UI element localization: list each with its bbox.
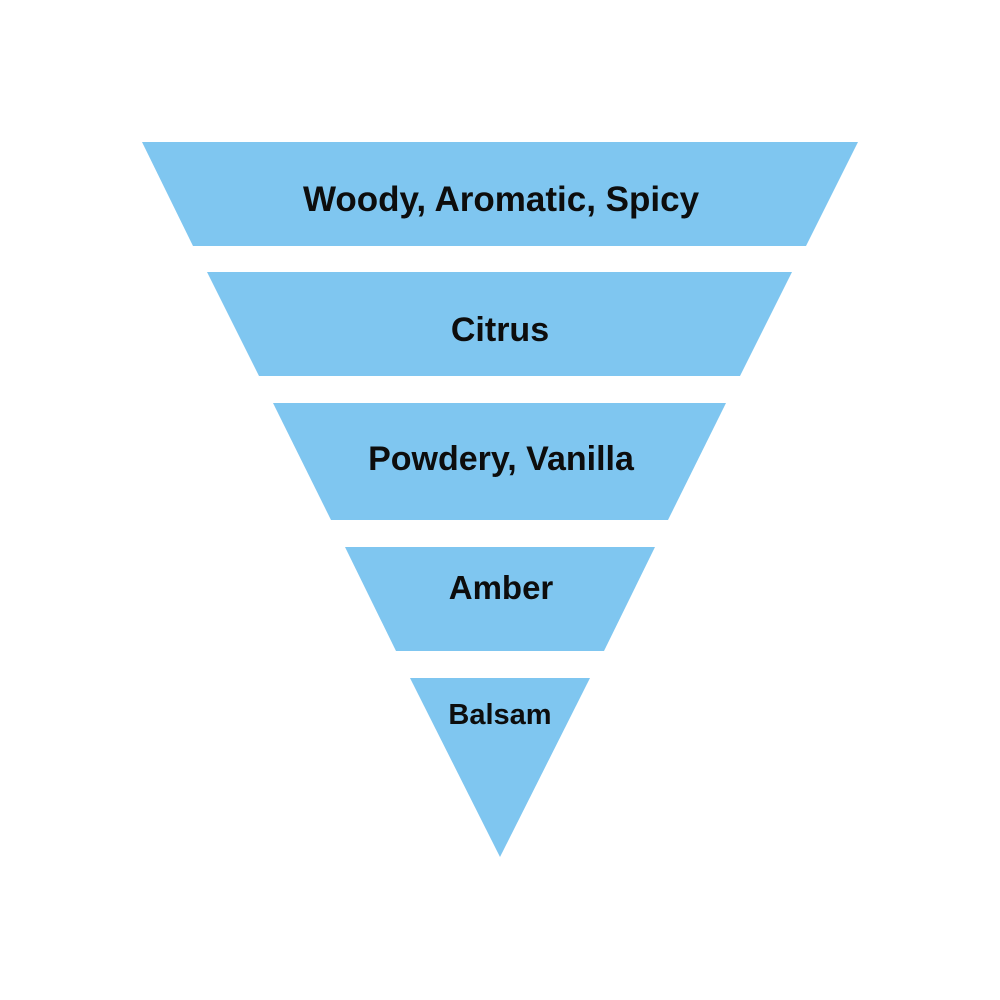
tier-5-label: Balsam — [448, 699, 551, 731]
tier-4-label: Amber — [449, 569, 554, 606]
tier-3-label: Powdery, Vanilla — [368, 440, 635, 478]
tier-4-band — [345, 547, 655, 651]
tier-2-band — [207, 272, 792, 376]
tier-5-triangle — [410, 678, 590, 857]
tier-2-label: Citrus — [451, 311, 549, 349]
tier-1-band — [142, 142, 858, 246]
tier-3-band — [273, 403, 726, 520]
tier-1-label: Woody, Aromatic, Spicy — [303, 180, 700, 219]
